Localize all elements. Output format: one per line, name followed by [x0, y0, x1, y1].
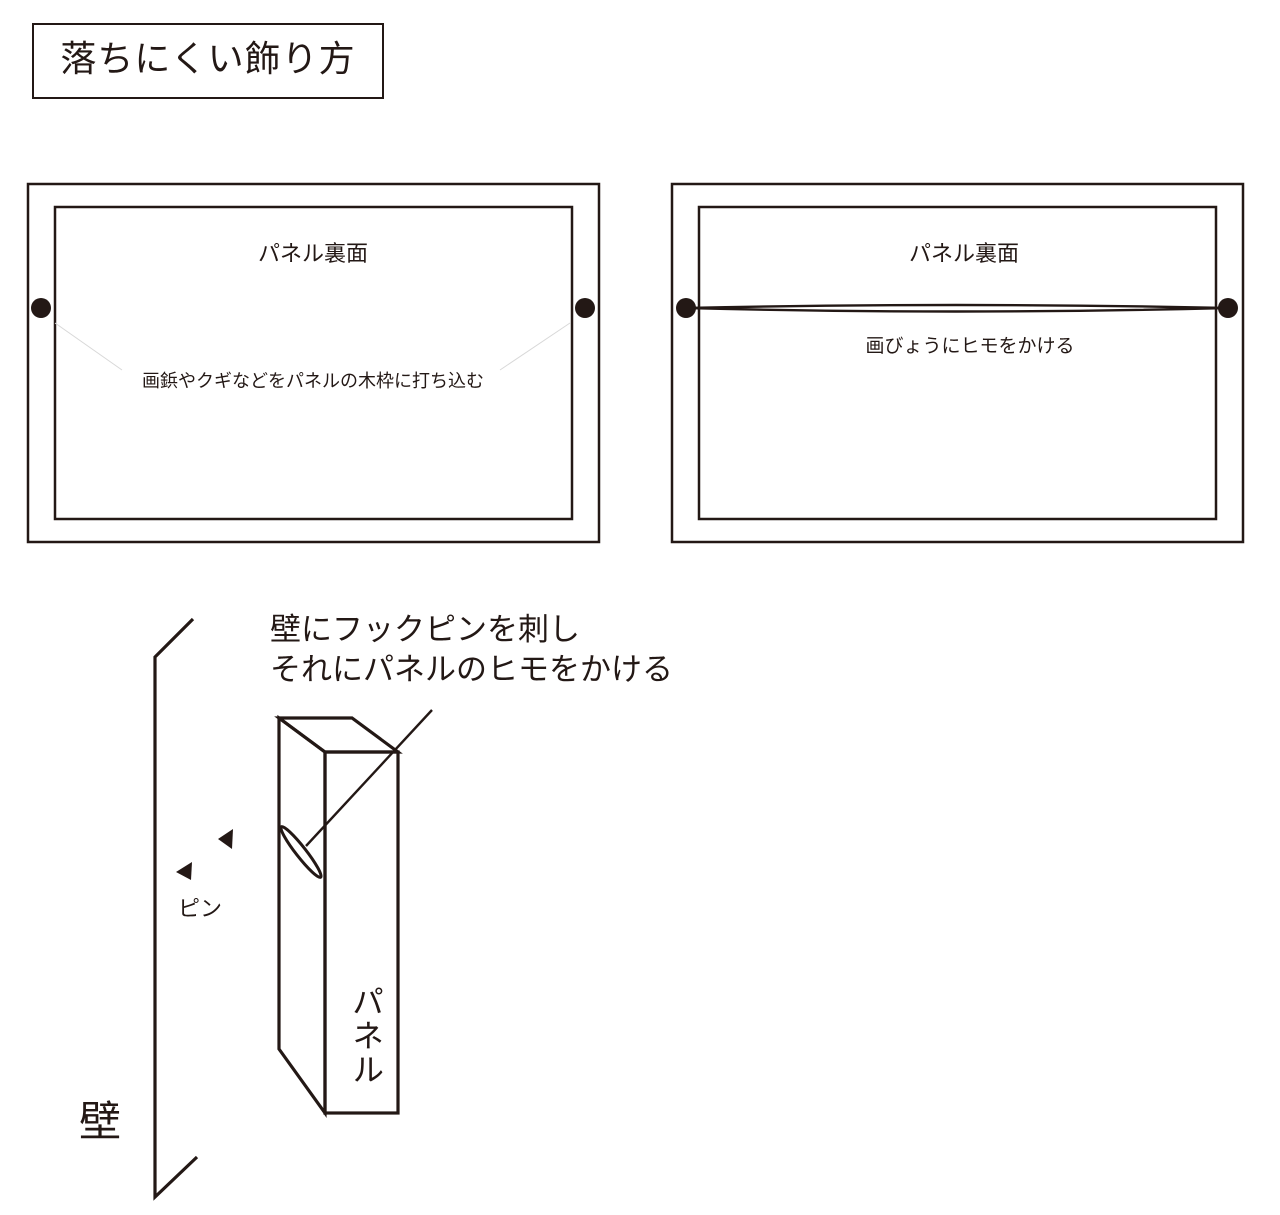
right-panel-inner-frame [697, 205, 1218, 521]
side-view-caption: 壁にフックピンを刺し それにパネルのヒモをかける [270, 610, 673, 690]
caption-line-1: 壁にフックピンを刺し [270, 612, 580, 648]
right-tack-right [1218, 298, 1238, 318]
pin-icon-upper [218, 829, 233, 849]
left-tack-right [575, 298, 595, 318]
caption-leader-line [305, 709, 433, 847]
left-panel-inner-frame [53, 205, 574, 521]
page-title: 落ちにくい飾り方 [60, 39, 356, 80]
right-tack-left [676, 298, 696, 318]
panel-label: パネル [347, 985, 385, 1087]
left-panel-instruction: 画鋲やクギなどをパネルの木枠に打ち込む [142, 371, 484, 392]
pin-icon-lower [176, 862, 192, 880]
panel-string-loop [279, 825, 323, 879]
panel-top-face [274, 716, 403, 754]
panel-front-face [323, 750, 400, 1115]
left-leader-line-a [54, 322, 123, 371]
hanging-string [687, 303, 1227, 313]
right-panel-instruction: 画びょうにヒモをかける [865, 335, 1075, 357]
title-box: 落ちにくい飾り方 [32, 23, 384, 99]
right-panel-outer-frame [670, 182, 1245, 544]
pin-label: ピン [177, 897, 222, 922]
panel-side-face [277, 714, 327, 1118]
left-panel-outer-frame [26, 182, 601, 544]
left-leader-line-b [499, 322, 571, 371]
left-tack-left [31, 298, 51, 318]
right-panel-back-label: パネル裏面 [908, 242, 1019, 267]
wall-label: 壁 [78, 1097, 121, 1146]
left-panel-back-label: パネル裏面 [257, 242, 368, 267]
caption-line-2: それにパネルのヒモをかける [270, 652, 673, 688]
wall-line [153, 617, 199, 1201]
